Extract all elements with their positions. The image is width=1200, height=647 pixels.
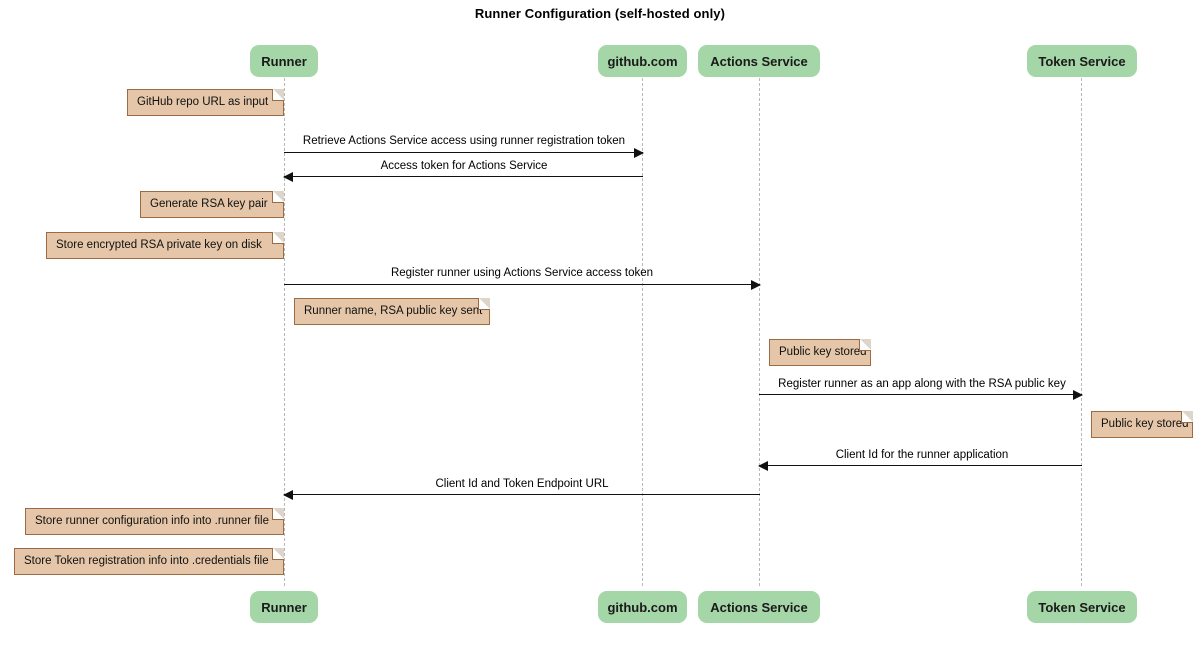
participant-github-top[interactable]: github.com [598,45,687,77]
note-public-key-stored-actions: Public key stored [769,339,871,366]
message-client-id-and-token-endpoint[interactable] [283,490,760,500]
message-label-register-runner: Register runner using Actions Service ac… [390,267,654,279]
message-retrieve-actions-access[interactable] [284,148,644,158]
participant-actions-bottom[interactable]: Actions Service [698,591,820,623]
message-label-client-id-and-token-endpoint: Client Id and Token Endpoint URL [435,478,609,490]
note-label: Runner name, RSA public key sent [304,305,483,317]
arrowhead-icon [283,172,293,182]
message-register-runner[interactable] [284,280,761,290]
lifeline-runner [284,78,285,586]
arrowhead-icon [758,461,768,471]
message-register-runner-as-app[interactable] [759,390,1083,400]
note-label: Store Token registration info into .cred… [24,555,269,567]
message-label-client-id-for-runner-app: Client Id for the runner application [835,449,1009,461]
message-label-retrieve-actions-access: Retrieve Actions Service access using ru… [302,135,626,147]
note-label: Store runner configuration info into .ru… [35,515,269,527]
message-access-token[interactable] [283,172,643,182]
note-store-token-registration: Store Token registration info into .cred… [14,548,284,575]
note-label: Generate RSA key pair [150,198,268,210]
note-github-repo-url: GitHub repo URL as input [127,89,284,116]
note-generate-rsa-key-pair: Generate RSA key pair [140,191,284,218]
message-label-access-token: Access token for Actions Service [380,160,548,172]
arrowhead-icon [283,490,293,500]
page-title: Runner Configuration (self-hosted only) [474,6,726,21]
participant-github-bottom[interactable]: github.com [598,591,687,623]
arrowhead-icon [634,148,644,158]
lifeline-actions [759,78,760,586]
arrowhead-icon [1073,390,1083,400]
lifeline-token [1081,78,1082,586]
participant-label: Token Service [1038,599,1126,615]
participant-label: Actions Service [710,599,808,615]
message-label-register-runner-as-app: Register runner as an app along with the… [778,378,1066,390]
note-runner-name-public-key: Runner name, RSA public key sent [294,298,490,325]
note-label: Public key stored [1101,418,1189,430]
lifeline-github [642,78,643,586]
participant-label: Runner [261,599,307,615]
participant-label: Token Service [1038,53,1126,69]
note-label: Store encrypted RSA private key on disk [56,239,262,251]
participant-label: github.com [607,53,678,69]
note-store-runner-config: Store runner configuration info into .ru… [25,508,284,535]
note-label: GitHub repo URL as input [137,96,269,108]
participant-token-top[interactable]: Token Service [1027,45,1137,77]
message-client-id-for-runner-app[interactable] [758,461,1082,471]
participant-runner-bottom[interactable]: Runner [250,591,318,623]
participant-runner-top[interactable]: Runner [250,45,318,77]
arrowhead-icon [751,280,761,290]
participant-label: Actions Service [710,53,808,69]
participant-label: Runner [261,53,307,69]
participant-actions-top[interactable]: Actions Service [698,45,820,77]
participant-label: github.com [607,599,678,615]
note-label: Public key stored [779,346,867,358]
note-store-encrypted-private-key: Store encrypted RSA private key on disk [46,232,284,259]
note-public-key-stored-token: Public key stored [1091,411,1193,438]
participant-token-bottom[interactable]: Token Service [1027,591,1137,623]
